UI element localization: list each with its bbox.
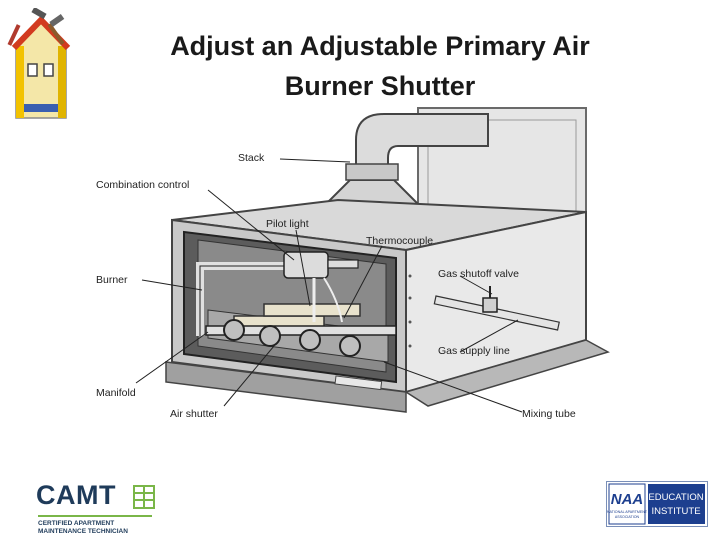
- label-combination-control: Combination control: [96, 179, 189, 191]
- camt-subtitle: CERTIFIED APARTMENT MAINTENANCE TECHNICI…: [38, 520, 128, 536]
- air-shutter: [223, 319, 245, 341]
- label-pilot-light: Pilot light: [266, 218, 309, 230]
- camt-subtitle-line1: CERTIFIED APARTMENT: [38, 520, 115, 527]
- naa-name-line2: INSTITUTE: [651, 506, 700, 517]
- furnace-burner-diagram: Stack Combination control Pilot light Th…: [96, 107, 610, 420]
- camt-logo: CAMT CERTIFIED APARTMENT MAINTENANCE TEC…: [36, 480, 166, 538]
- naa-mark: NAA: [611, 491, 644, 508]
- label-air-shutter: Air shutter: [170, 408, 218, 420]
- slide-title-line2: Burner Shutter: [284, 71, 476, 101]
- naa-name-line1: EDUCATION: [648, 492, 703, 503]
- label-gas-shutoff-valve: Gas shutoff valve: [438, 268, 519, 280]
- label-manifold: Manifold: [96, 387, 136, 399]
- camt-divider: [38, 515, 152, 517]
- label-stack: Stack: [238, 152, 265, 164]
- camt-wordmark: CAMT: [36, 480, 116, 511]
- air-shutter: [299, 329, 321, 351]
- slide-title-line1: Adjust an Adjustable Primary Air: [170, 31, 590, 61]
- label-burner: Burner: [96, 274, 128, 286]
- air-shutter: [339, 335, 361, 357]
- stack-pipe: [355, 113, 489, 176]
- camt-building-icon: [133, 485, 155, 509]
- label-mixing-tube: Mixing tube: [522, 408, 576, 420]
- naa-small-line1: NATIONAL APARTMENT: [607, 510, 648, 514]
- label-gas-supply-line: Gas supply line: [438, 345, 510, 357]
- gas-shutoff-valve-body: [482, 297, 498, 313]
- camt-subtitle-line2: MAINTENANCE TECHNICIAN: [38, 528, 128, 535]
- naa-small-line2: ASSOCIATION: [615, 515, 640, 519]
- base-plate: [165, 361, 407, 413]
- camt-wordmark-text: CAMT: [36, 480, 116, 510]
- house-tools-logo: [7, 8, 71, 119]
- air-shutter: [259, 325, 281, 347]
- combination-control-valve: [283, 251, 329, 279]
- label-thermocouple: Thermocouple: [366, 235, 433, 247]
- burner-tube: [263, 303, 361, 317]
- naa-education-institute-logo: NAA NATIONAL APARTMENT ASSOCIATION EDUCA…: [606, 481, 708, 527]
- slide-title: Adjust an Adjustable Primary Air Burner …: [140, 26, 620, 106]
